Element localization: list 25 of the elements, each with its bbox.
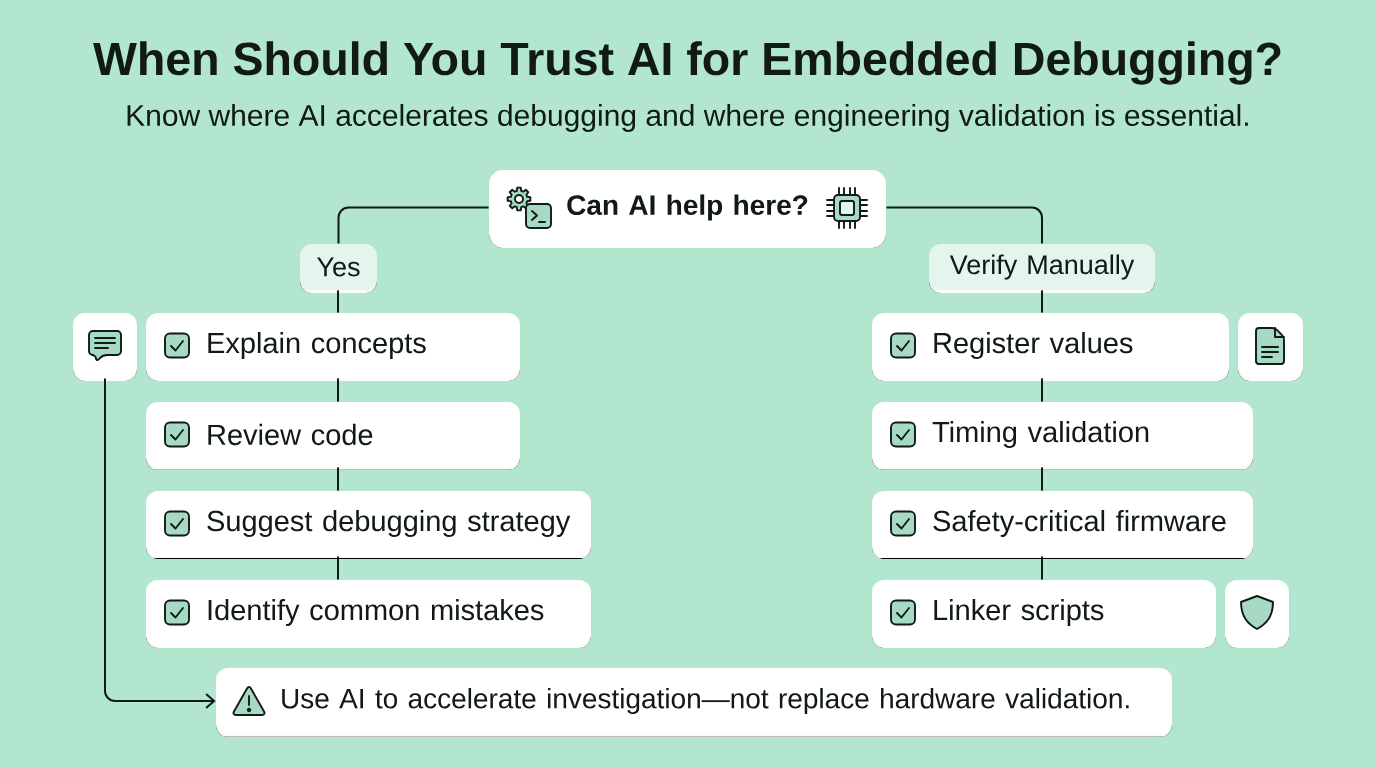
connector-line: [337, 377, 339, 403]
checklist-item: Safety-critical firmware: [872, 491, 1253, 559]
checklist-item: Suggest debugging strategy: [146, 491, 591, 559]
connector-line: [337, 289, 339, 314]
checklist-item: Register values: [872, 313, 1229, 381]
branch-pill: Yes: [300, 244, 377, 293]
subtitle: Know where AI accelerates debugging and where engineering validation is essential.: [127, 104, 1248, 132]
connector-line: [1041, 466, 1043, 492]
connector-line: [1041, 555, 1043, 581]
note-banner: Use AI to accelerate investigation—not replace hardware validation.: [216, 668, 1172, 737]
branch-pill: Verify Manually: [929, 244, 1155, 293]
connector-line: [337, 555, 339, 581]
checklist-item: Explain concepts: [146, 313, 520, 381]
title: When Should You Trust AI for Embedded Debugging?: [93, 41, 1281, 85]
checklist-item: Timing validation: [872, 402, 1253, 470]
connector-line: [337, 206, 490, 245]
arrow: [104, 377, 216, 709]
question-box: Can AI help here?: [489, 170, 886, 248]
connector-line: [337, 466, 339, 492]
connector-line: [1041, 289, 1043, 314]
checklist-item: Linker scripts: [872, 580, 1216, 648]
checklist-item: Review code: [146, 402, 520, 470]
connector-line: [885, 206, 1043, 245]
connector-line: [1041, 377, 1043, 403]
checklist-item: Identify common mistakes: [146, 580, 591, 648]
